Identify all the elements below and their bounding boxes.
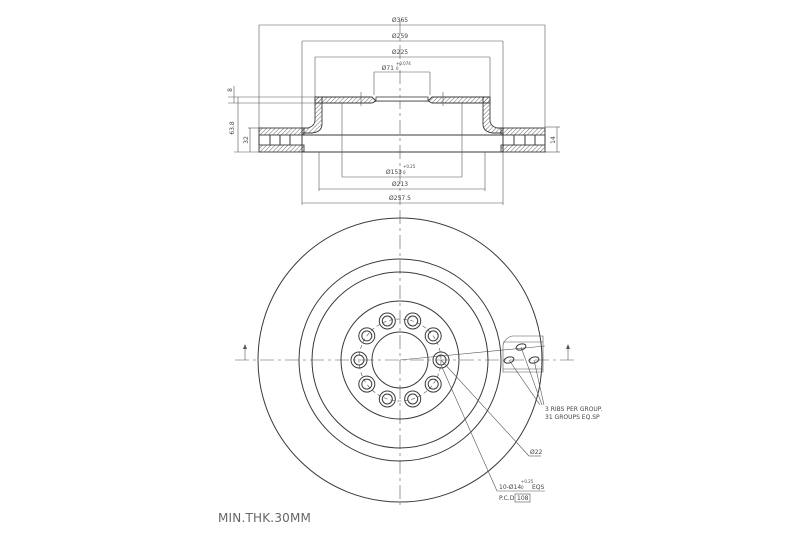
dim-label-259: Ø259 [392,33,408,40]
dim-label-14: 14 [550,136,557,144]
dim-label-32: 32 [243,136,250,144]
dim-label-63-8: 63.8 [229,121,236,135]
pcd-value: 108 [517,495,529,502]
pin-hole-label: Ø22 [530,449,543,456]
friction-plate-bottom-right [500,144,546,153]
dim-label-213: Ø213 [392,181,408,188]
dim-tol-153-upper: +0.25 [403,164,416,169]
dim-label-257-5: Ø257.5 [389,195,411,202]
dim-label-365: Ø365 [392,17,408,24]
hat-outer-edge [311,271,489,449]
rib-2 [503,356,515,364]
dim-tol-153-lower: 0 [403,170,406,175]
friction-plate-top-left [258,127,305,136]
pcd-value-box [514,493,531,503]
disc-outer-edge [257,217,543,503]
dim-tol-71-lower: 0 [396,66,399,71]
bolt-holes-tol-upper: +0.25 [521,479,534,484]
hat-wall-left [301,96,323,134]
ribs-note-line2: 31 GROUPS EQ.SP [545,414,600,421]
plan-view: 3 RIBS PER GROUP. 31 GROUPS EQ.SP Ø22 10… [235,210,602,505]
center-bore [371,331,429,389]
bolt-holes-label: 10-Ø14 [499,484,521,491]
rib-detail-window [502,335,544,373]
bolt-holes-suffix: EQS [532,484,545,491]
bolt-holes-tol-lower: 0 [521,485,524,490]
dim-label-71: Ø71 [382,65,395,72]
pcd-label: P.C.D [499,495,515,502]
hub-face [340,300,460,420]
friction-plate-bottom-left [258,144,305,153]
friction-plate-top-right [500,127,546,136]
friction-ring-inner-edge [298,258,502,462]
dim-label-225: Ø225 [392,49,408,56]
ribs-note-line1: 3 RIBS PER GROUP. [545,406,602,413]
dim-label-8: 8 [227,88,234,92]
dim-label-153: Ø153 [386,169,402,176]
hat-wall-right [482,96,504,134]
bolt-holes [350,312,450,408]
dim-tol-71-upper: +0.074 [396,61,411,66]
section-view: Ø365 Ø259 Ø225 Ø71 +0.074 0 8 63.8 32 [227,17,560,205]
min-thickness-note: MIN.THK.30MM [218,511,311,525]
